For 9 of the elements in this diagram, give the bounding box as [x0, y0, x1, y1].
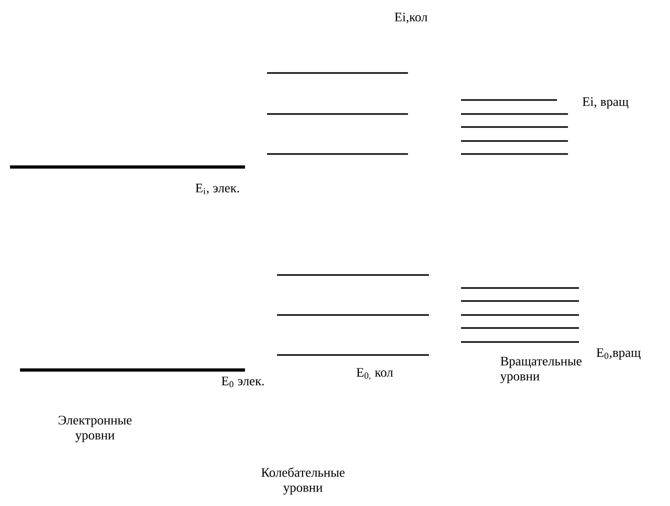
level-label: Ei,кол — [394, 12, 428, 24]
level-label: E$_{0}$ элек. — [222, 376, 264, 388]
level-label: E$_{i}$, элек. — [196, 184, 239, 194]
axis-caption: Колебательные уровни — [261, 467, 345, 495]
level-label: E$_{0,}$ кол — [356, 368, 393, 380]
axis-caption: Вращательные уровни — [500, 356, 582, 384]
level-label: Ei, вращ — [582, 97, 628, 109]
level-label: E$_{0}$,вращ — [596, 348, 641, 360]
axis-caption: Электронные уровни — [58, 416, 132, 442]
